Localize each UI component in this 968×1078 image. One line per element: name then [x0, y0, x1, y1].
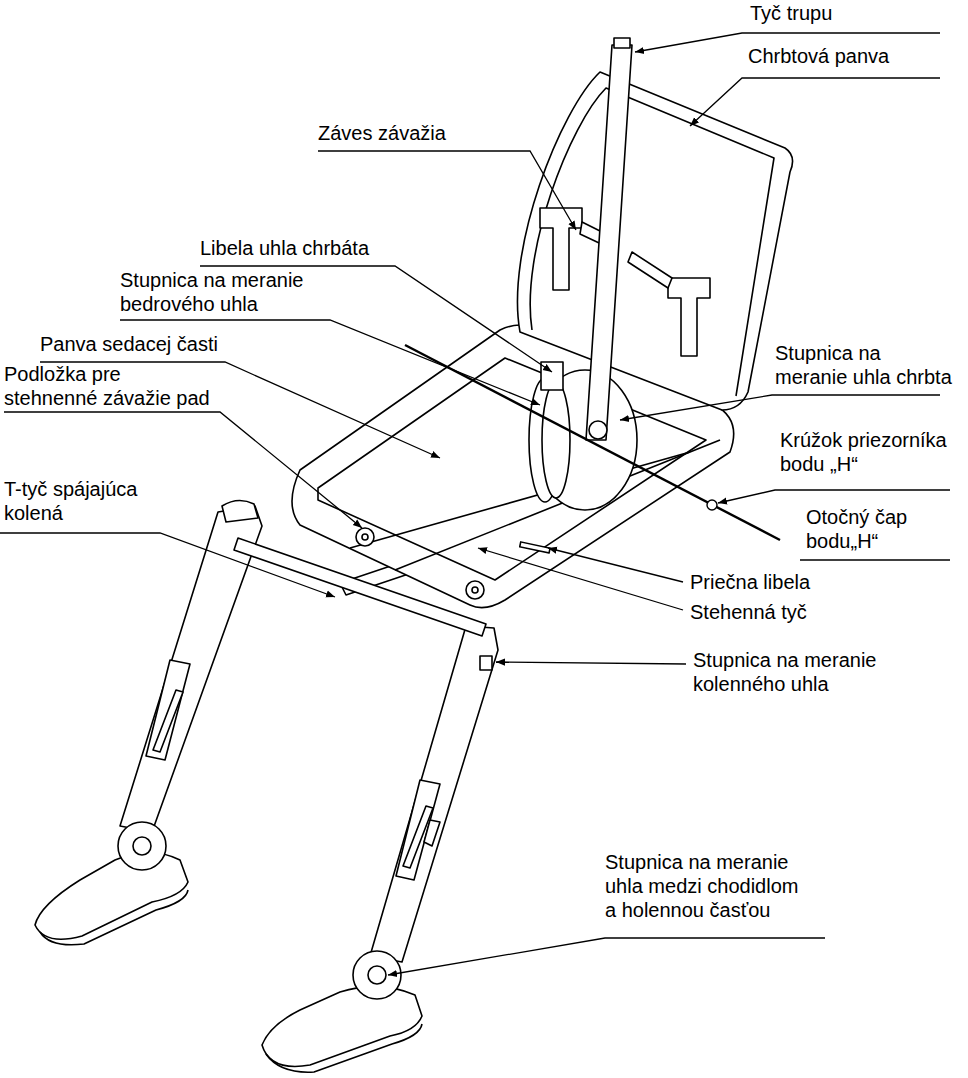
left-ankle-disk [118, 822, 166, 870]
back-angle-scale [589, 421, 607, 439]
weight-hanger-right-peg [628, 252, 672, 288]
left-shin [120, 506, 262, 832]
left-leg-slide-inner [153, 690, 183, 752]
part-label: Stupnica na meranie kolenného uhla [693, 648, 895, 696]
part-label: Záves závažia [318, 121, 446, 145]
knee-scale-knob [480, 656, 492, 670]
part-label: Stupnica na meranie uhla chrbta [775, 341, 956, 389]
part-label: Tyč trupu [750, 1, 832, 25]
leader-line [548, 548, 683, 582]
part-label: Stupnica na meranie uhla medzi chodidlom… [605, 850, 807, 922]
leader-line [388, 938, 825, 975]
leader-line [496, 662, 686, 664]
leader-line [478, 548, 683, 610]
right-ankle-disk [353, 951, 401, 999]
leader-line [318, 151, 576, 230]
leader-line [4, 412, 362, 528]
part-label: Stupnica na meranie bedrového uhla [120, 268, 332, 316]
right-shin [370, 626, 498, 962]
weight-hanger-left [540, 208, 582, 290]
transverse-level [520, 542, 550, 553]
h-point-sight-ring [707, 500, 717, 510]
part-label: T-tyč spájajúca kolená [4, 477, 156, 525]
h-point-pin [405, 345, 780, 540]
thigh-weight-pad-right-hub [472, 587, 478, 593]
torso-rod-cap [614, 38, 630, 48]
leader-line [620, 395, 940, 420]
right-foot [262, 987, 422, 1067]
part-label: Libela uhla chrbáta [200, 236, 369, 260]
part-label: Krúžok priezorníka bodu „H“ [780, 428, 956, 476]
part-label: Chrbtová panva [748, 44, 889, 68]
back-pan [517, 72, 792, 410]
part-label: Priečna libela [690, 570, 810, 594]
right-ankle-hub [368, 966, 386, 984]
torso-rod [586, 45, 632, 440]
leader-line [800, 559, 950, 560]
hip-disk-rim-inner [542, 382, 570, 498]
left-ankle-hub [133, 837, 151, 855]
thigh-weight-pad-right [466, 581, 484, 599]
part-label: Otočný čap bodu„H“ [806, 505, 918, 553]
part-label: Panva sedacej časti [40, 332, 218, 356]
leader-line [0, 533, 335, 597]
thigh-weight-pad-left [356, 528, 374, 546]
right-leg-slide [396, 780, 440, 880]
back-pan-inner [530, 88, 774, 396]
leader-line [690, 78, 940, 126]
weight-hanger-right [668, 278, 710, 356]
hip-disk [533, 370, 637, 510]
left-leg-slide [146, 660, 190, 760]
right-foot-sole [266, 1024, 422, 1072]
thigh-weight-pad-left-hub [362, 534, 368, 540]
part-label: Podložka pre stehnenné závažie pad [4, 362, 218, 410]
left-foot [35, 853, 188, 940]
left-knee-cap [222, 500, 258, 522]
part-label: Stehenná tyč [690, 600, 807, 624]
leader-line [718, 490, 950, 503]
left-foot-sole [40, 890, 188, 945]
right-leg-tab [424, 820, 440, 846]
